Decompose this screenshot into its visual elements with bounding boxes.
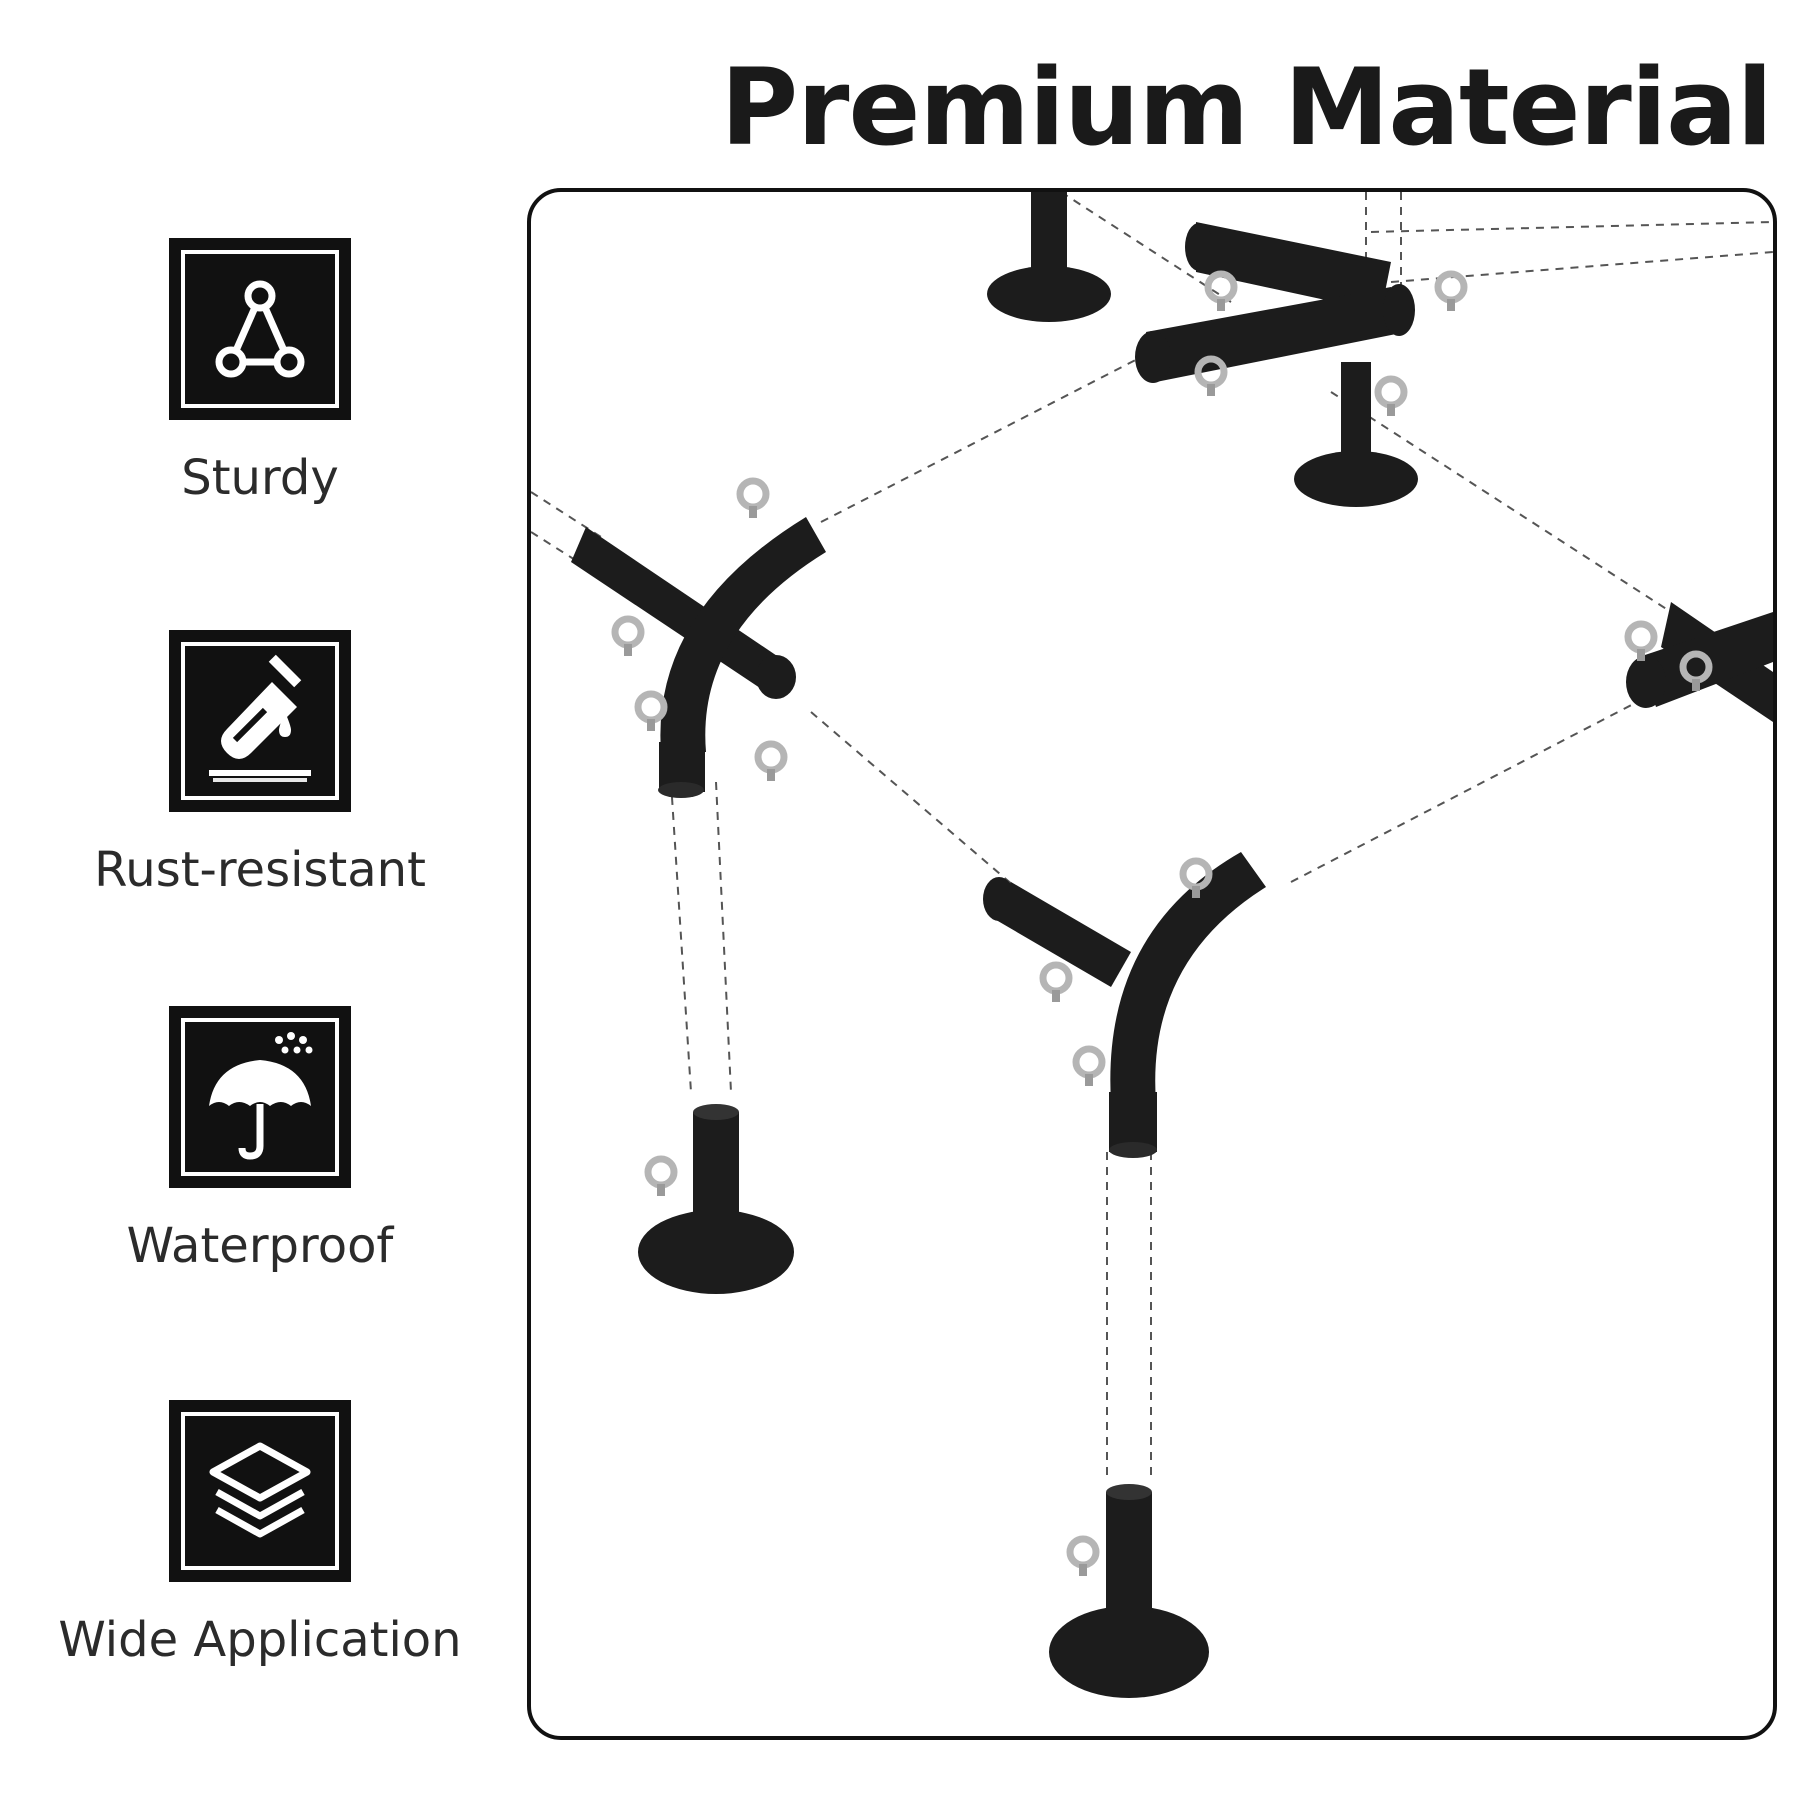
feature-badge bbox=[169, 1400, 351, 1582]
canopy-fittings-illustration bbox=[531, 192, 1773, 1698]
umbrella-rain-icon bbox=[209, 1032, 313, 1160]
feature-sturdy: Sturdy bbox=[40, 238, 480, 506]
feature-badge bbox=[169, 238, 351, 420]
feature-label: Wide Application bbox=[58, 1612, 462, 1668]
test-tube-drop-icon bbox=[209, 654, 311, 782]
feature-wide-application: Wide Application bbox=[40, 1400, 480, 1668]
feature-badge bbox=[169, 630, 351, 812]
triangle-nodes-icon bbox=[215, 280, 305, 378]
feature-rust-resistant: Rust-resistant bbox=[40, 630, 480, 898]
feature-waterproof: Waterproof bbox=[40, 1006, 480, 1274]
feature-label: Rust-resistant bbox=[94, 842, 426, 898]
page-title: Premium Material bbox=[720, 46, 1773, 169]
feature-label: Sturdy bbox=[181, 450, 339, 506]
product-illustration-panel bbox=[527, 188, 1777, 1740]
feature-badge bbox=[169, 1006, 351, 1188]
feature-label: Waterproof bbox=[126, 1218, 394, 1274]
layers-icon bbox=[209, 1442, 311, 1538]
